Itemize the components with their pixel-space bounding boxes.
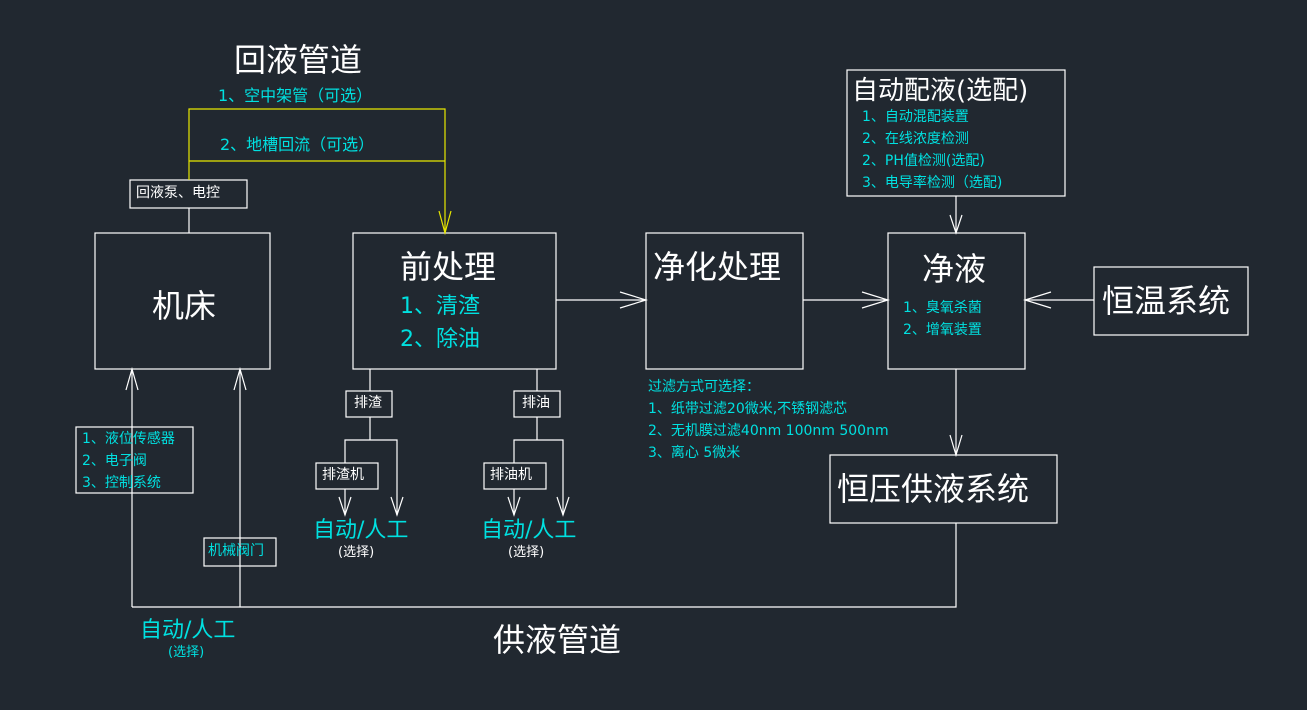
slag-machine-label: 排渣机 <box>322 467 364 483</box>
purification-box <box>645 232 804 370</box>
clean-liquid-item-1: 1、臭氧杀菌 <box>903 300 982 316</box>
slag-outlet-box <box>345 390 393 418</box>
filter-item-2: 2、无机膜过滤40nm 100nm 500nm <box>648 423 889 439</box>
machine-title: 机床 <box>152 287 217 325</box>
supply-mode: 自动/人工 <box>140 618 236 643</box>
auto-mixing-item-4: 3、电导率检测（选配) <box>862 175 1003 191</box>
sensor-item-1: 1、液位传感器 <box>82 431 175 447</box>
filter-item-3: 3、离心 5微米 <box>648 445 741 461</box>
constant-pressure-title: 恒压供液系统 <box>837 470 1030 508</box>
supply-mode-note: (选择) <box>168 645 205 660</box>
slag-mode-note: (选择) <box>338 545 375 560</box>
oil-mode-note: (选择) <box>508 545 545 560</box>
auto-mixing-item-3: 2、PH值检测(选配) <box>862 153 985 169</box>
oil-outlet-label: 排油 <box>522 395 550 411</box>
sensor-item-3: 3、控制系统 <box>82 475 161 491</box>
slag-mode: 自动/人工 <box>313 518 409 543</box>
sensor-item-2: 2、电子阀 <box>82 453 147 469</box>
slag-outlet-label: 排渣 <box>354 395 382 411</box>
machine-box <box>94 232 271 370</box>
filter-item-1: 1、纸带过滤20微米,不锈钢滤芯 <box>648 401 848 417</box>
purification-title: 净化处理 <box>653 248 782 286</box>
auto-mixing-item-2: 2、在线浓度检测 <box>862 131 969 147</box>
oil-machine-box <box>483 462 547 490</box>
slag-machine-box <box>315 462 379 490</box>
clean-liquid-item-2: 2、增氧装置 <box>903 322 982 338</box>
pump-label: 回液泵、电控 <box>136 185 220 201</box>
pre-treatment-box <box>352 232 557 370</box>
supply-pipe-title: 供液管道 <box>493 621 622 659</box>
constant-pressure-box <box>829 454 1058 524</box>
thermostat-title: 恒温系统 <box>1102 282 1231 320</box>
pre-treatment-item-2: 2、除油 <box>400 327 480 352</box>
return-option-1: 1、空中架管（可选） <box>218 86 373 105</box>
return-option-2: 2、地槽回流（可选） <box>220 135 375 154</box>
pre-treatment-item-1: 1、清渣 <box>400 294 480 319</box>
clean-liquid-title: 净液 <box>922 250 987 288</box>
oil-machine-label: 排油机 <box>490 467 532 483</box>
mech-valve-label: 机械阀门 <box>208 543 264 559</box>
sensors-box <box>75 426 194 494</box>
oil-mode: 自动/人工 <box>481 518 577 543</box>
pre-treatment-title: 前处理 <box>400 248 497 286</box>
filter-title: 过滤方式可选择： <box>648 379 760 395</box>
return-pipe-title: 回液管道 <box>234 41 363 79</box>
thermostat-box <box>1093 266 1249 336</box>
auto-mixing-title: 自动配液(选配) <box>852 76 1029 106</box>
auto-mixing-item-1: 1、自动混配装置 <box>862 109 969 125</box>
